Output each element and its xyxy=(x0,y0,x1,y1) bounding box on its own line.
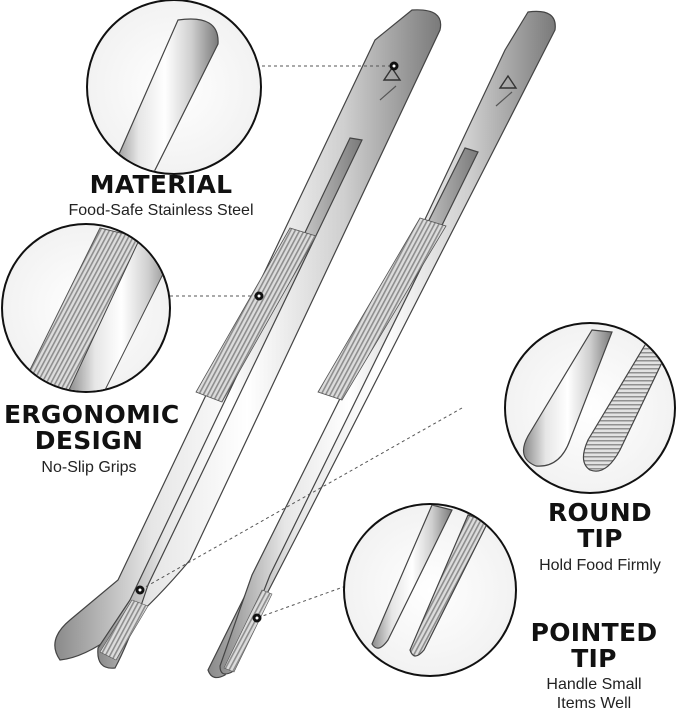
feature-material-subtitle: Food-Safe Stainless Steel xyxy=(68,202,254,220)
product-illustration xyxy=(1,0,676,679)
zoom-circle-pointed-tip xyxy=(343,503,517,677)
brand-logo-right xyxy=(498,74,518,89)
callout-markers xyxy=(135,61,399,623)
feature-ergonomic-title-line1: ERGONOMIC xyxy=(4,400,180,429)
round-tip-tweezer xyxy=(54,9,442,669)
feature-pointed-tip-subtitle-line1: Handle Small xyxy=(546,675,642,693)
feature-pointed-tip-subtitle: Handle Small Items Well xyxy=(510,675,678,713)
feature-ergonomic-subtitle: No-Slip Grips xyxy=(41,458,137,476)
zoom-circle-ergonomic xyxy=(1,223,171,393)
feature-pointed-tip: POINTED TIP Handle Small Items Well xyxy=(510,618,678,713)
pointed-tip-tweezer xyxy=(207,10,556,679)
feature-pointed-tip-subtitle-line2: Items Well xyxy=(556,694,632,712)
feature-material: MATERIAL Food-Safe Stainless Steel xyxy=(46,170,276,220)
zoom-circle-round-tip xyxy=(504,322,676,494)
feature-ergonomic-title-line2: DESIGN xyxy=(34,426,144,456)
callout-lines xyxy=(139,65,463,619)
feature-pointed-tip-title: POINTED TIP xyxy=(530,618,658,674)
feature-round-tip-title: ROUND TIP xyxy=(548,498,652,554)
feature-round-tip: ROUND TIP Hold Food Firmly xyxy=(522,498,678,575)
brand-logo-left xyxy=(382,66,402,81)
feature-round-tip-subtitle: Hold Food Firmly xyxy=(539,556,661,574)
feature-material-title: MATERIAL xyxy=(89,170,233,199)
feature-ergonomic: ERGONOMIC DESIGN No-Slip Grips xyxy=(4,400,180,477)
zoom-circle-material xyxy=(86,0,262,175)
